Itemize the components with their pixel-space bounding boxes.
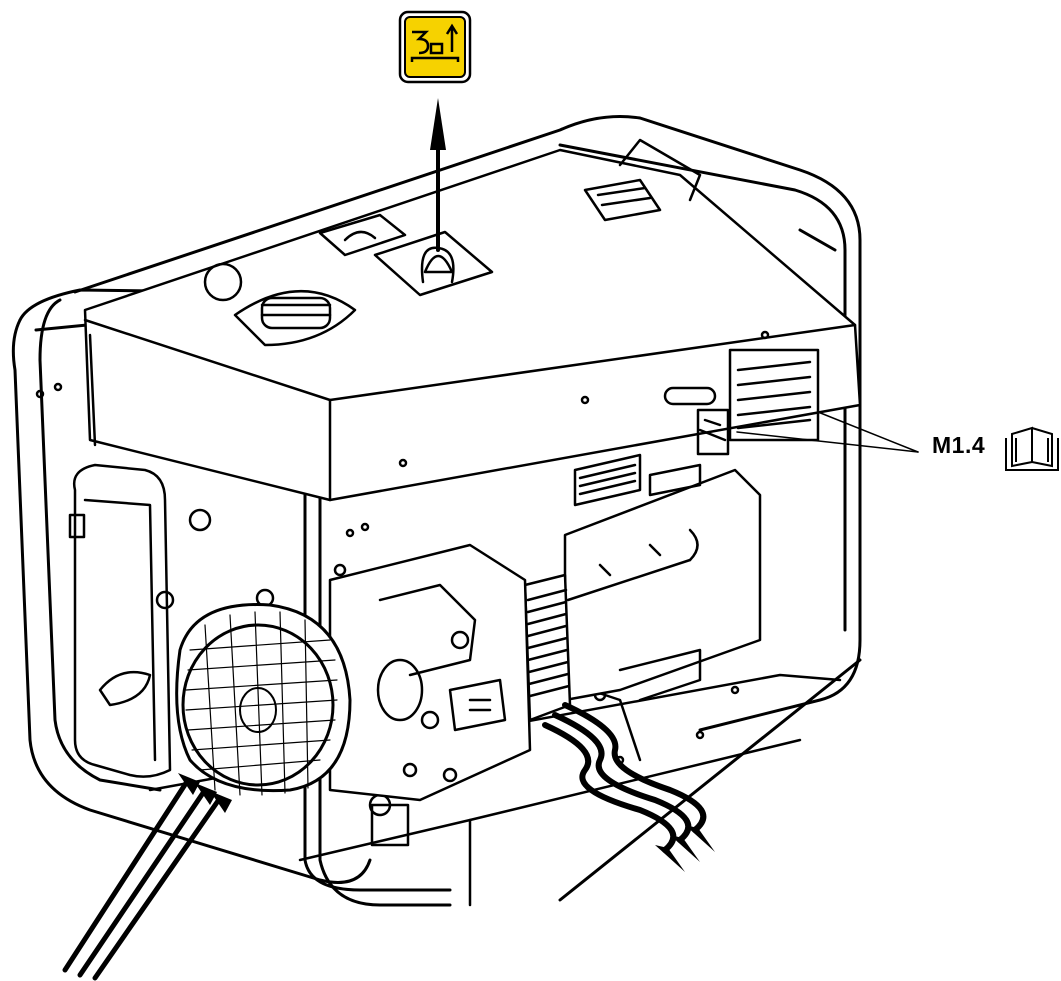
lift-arrow <box>430 98 446 252</box>
intake-arrows <box>62 777 223 981</box>
outflow-arrows <box>542 702 707 853</box>
fuel-tank <box>68 463 212 778</box>
lifting-instruction-icon <box>398 10 472 84</box>
engine <box>255 543 532 802</box>
cooling-fins <box>523 573 572 722</box>
leader-lines <box>736 411 919 453</box>
alternator <box>368 453 762 847</box>
housing <box>35 138 862 538</box>
open-book-icon <box>1005 426 1059 471</box>
recoil-starter <box>175 603 352 796</box>
manual-reference-label: M1.4 <box>932 432 986 458</box>
